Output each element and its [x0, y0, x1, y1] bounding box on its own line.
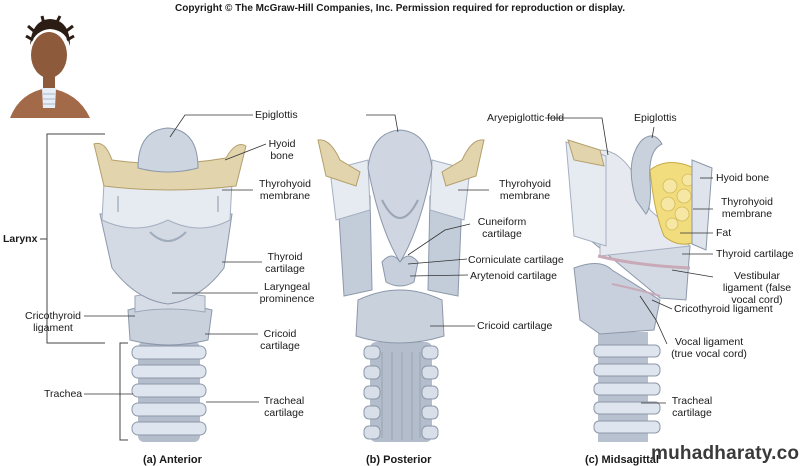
midsagittal-view	[565, 135, 713, 442]
larynx-bracket	[40, 133, 105, 344]
label-arytenoid-cartilage: Arytenoid cartilage	[470, 270, 557, 282]
person-portrait	[2, 10, 97, 118]
label-thyroid-cartilage-midsagittal: Thyroid cartilage	[716, 248, 794, 260]
label-tracheal-cartilage-anterior: Tracheal cartilage	[263, 395, 305, 419]
trachea-bracket	[119, 342, 128, 441]
label-tracheal-cartilage-midsagittal: Tracheal cartilage	[671, 395, 713, 419]
label-cricothyroid-ligament-anterior: Cricothyroid ligament	[24, 310, 82, 334]
watermark: muhadharaty.com	[651, 443, 800, 464]
label-aryepiglottic-fold: Aryepiglottic fold	[487, 112, 565, 124]
label-corniculate-cartilage: Corniculate cartilage	[468, 254, 564, 266]
label-thyrohyoid-membrane-posterior: Thyrohyoid membrane	[499, 178, 551, 202]
copyright-notice: Copyright © The McGraw-Hill Companies, I…	[174, 3, 626, 14]
caption-posterior: (b) Posterior	[366, 454, 432, 466]
label-fat: Fat	[716, 227, 732, 239]
label-larynx: Larynx	[3, 233, 38, 245]
label-vocal-ligament: Vocal ligament (true vocal cord)	[671, 336, 747, 360]
label-cuneiform-cartilage: Cuneiform cartilage	[477, 216, 527, 240]
label-hyoid-bone-midsagittal: Hyoid bone	[716, 172, 770, 184]
label-epiglottis-midsagittal: Epiglottis	[634, 112, 677, 124]
label-hyoid-bone-anterior: Hyoid bone	[268, 138, 296, 162]
label-cricoid-cartilage-posterior: Cricoid cartilage	[477, 320, 553, 332]
label-thyrohyoid-membrane-anterior: Thyrohyoid membrane	[259, 178, 311, 202]
label-laryngeal-prominence: Laryngeal prominence	[259, 281, 315, 305]
label-thyroid-cartilage-anterior: Thyroid cartilage	[265, 251, 305, 275]
anterior-view	[93, 127, 247, 442]
caption-anterior: (a) Anterior	[143, 454, 202, 466]
posterior-view	[317, 129, 485, 442]
caption-midsagittal: (c) Midsagittal	[585, 454, 659, 466]
label-cricothyroid-ligament-midsagittal: Cricothyroid ligament	[674, 303, 773, 315]
label-thyrohyoid-membrane-midsagittal: Thyrohyoid membrane	[721, 196, 773, 220]
leader-lines	[84, 114, 714, 404]
label-trachea: Trachea	[44, 388, 83, 400]
label-vestibular-ligament: Vestibular ligament (false vocal cord)	[722, 270, 792, 306]
label-epiglottis-anterior: Epiglottis	[255, 109, 298, 121]
label-cricoid-cartilage-anterior: Cricoid cartilage	[260, 328, 300, 352]
